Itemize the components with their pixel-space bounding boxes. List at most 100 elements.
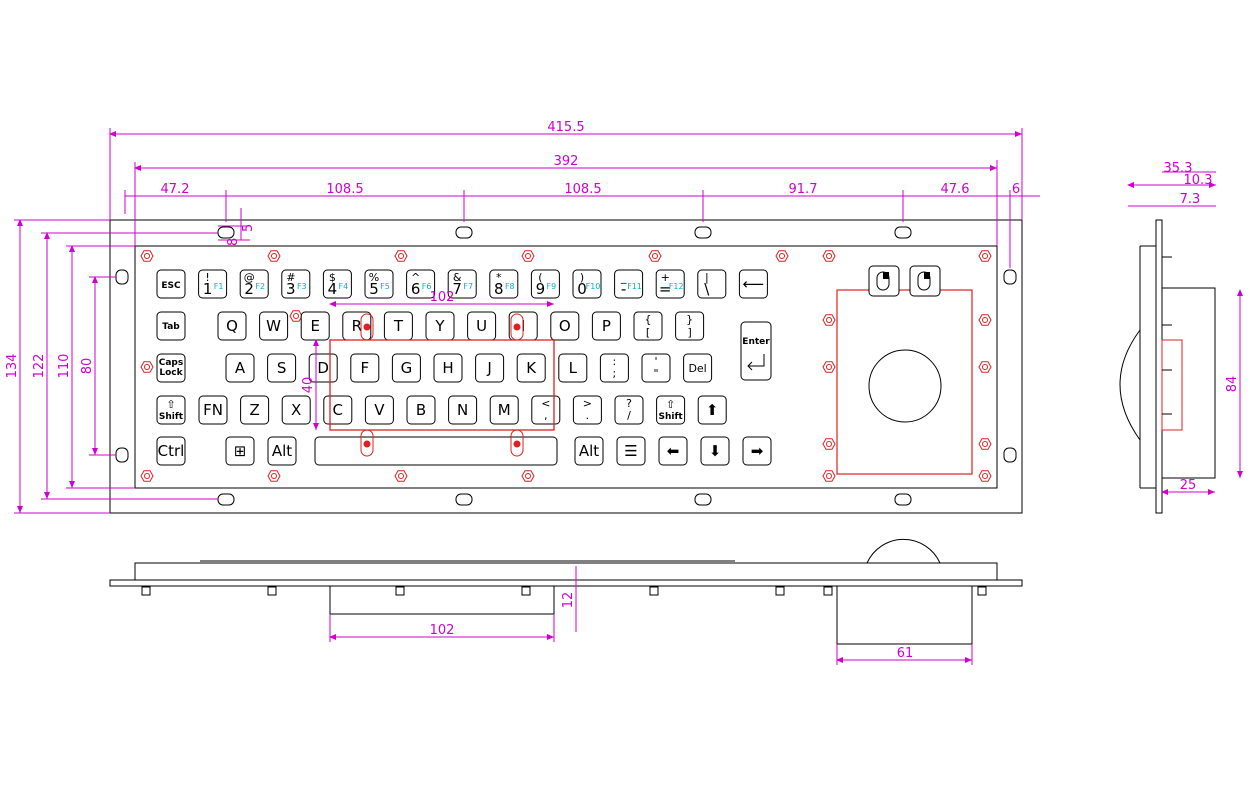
keypad-panel bbox=[134, 245, 998, 489]
key: {[ bbox=[633, 311, 663, 341]
key-label: D bbox=[317, 359, 329, 377]
horizontal-dimensions: 415.5 392 47.2 108.5 108.5 91.7 47.6 6 8… bbox=[109, 120, 1040, 268]
screw bbox=[267, 470, 281, 482]
svg-text:0: 0 bbox=[577, 280, 587, 298]
key: ⊞ bbox=[225, 436, 255, 466]
key: V bbox=[364, 395, 394, 425]
key: Z bbox=[240, 395, 270, 425]
key-label: X bbox=[291, 401, 301, 419]
key: Alt bbox=[267, 436, 297, 466]
key-label: A bbox=[235, 359, 246, 377]
svg-text:#: # bbox=[286, 271, 295, 284]
key-label: B bbox=[416, 401, 426, 419]
key: ☰ bbox=[616, 436, 646, 466]
key: >. bbox=[572, 395, 602, 425]
key-label: FN bbox=[203, 401, 223, 419]
mouse-buttons bbox=[868, 265, 941, 297]
key: ➡ bbox=[742, 436, 772, 466]
key: L bbox=[558, 353, 588, 383]
svg-text:]: ] bbox=[687, 326, 691, 339]
screw bbox=[978, 470, 992, 482]
side-view: 35.3 10.3 7.3 84 25 bbox=[1119, 161, 1243, 514]
highlight-region bbox=[329, 339, 555, 431]
key-label: H bbox=[442, 359, 453, 377]
key: <, bbox=[531, 395, 561, 425]
screw bbox=[822, 438, 836, 450]
key: Ctrl bbox=[156, 436, 186, 466]
key: Alt bbox=[574, 436, 604, 466]
key-label: U bbox=[476, 317, 487, 335]
trackball bbox=[868, 349, 942, 423]
key-label: E bbox=[310, 317, 319, 335]
key-label: N bbox=[457, 401, 468, 419]
svg-text:.: . bbox=[586, 409, 590, 422]
svg-text:\: \ bbox=[704, 280, 710, 298]
key-label: G bbox=[401, 359, 413, 377]
svg-text:4: 4 bbox=[328, 280, 338, 298]
svg-text:_: _ bbox=[620, 271, 627, 284]
key: +=F12 bbox=[655, 269, 685, 299]
svg-text:=: = bbox=[659, 280, 672, 298]
svg-text:Caps: Caps bbox=[159, 358, 183, 368]
vertical-dimensions: 134 122 110 80 40 102 bbox=[5, 219, 554, 514]
key-label: Y bbox=[434, 317, 445, 335]
svg-text:{: { bbox=[645, 313, 652, 326]
key: N bbox=[448, 395, 478, 425]
svg-text:;: ; bbox=[613, 367, 617, 380]
screw bbox=[394, 470, 408, 482]
dim-134: 134 bbox=[5, 354, 20, 379]
screw bbox=[978, 250, 992, 262]
key: '" bbox=[641, 353, 671, 383]
svg-text:F7: F7 bbox=[463, 282, 473, 291]
svg-text:/: / bbox=[627, 409, 631, 422]
screw bbox=[140, 250, 154, 262]
key-label: Tab bbox=[162, 322, 180, 332]
key: :; bbox=[599, 353, 629, 383]
key: ⬅ bbox=[658, 436, 688, 466]
key-label: Alt bbox=[579, 442, 599, 460]
svg-text:[: [ bbox=[646, 326, 650, 339]
key: S bbox=[267, 353, 297, 383]
key-label: F bbox=[360, 359, 369, 377]
key: Y bbox=[425, 311, 455, 341]
svg-text:F6: F6 bbox=[422, 282, 432, 291]
svg-text:F3: F3 bbox=[297, 282, 307, 291]
key: G bbox=[391, 353, 421, 383]
key: ⇧Shift bbox=[656, 395, 686, 425]
screw bbox=[289, 310, 303, 322]
svg-text::: : bbox=[613, 355, 617, 368]
key: Tab bbox=[156, 311, 186, 341]
svg-text:F10: F10 bbox=[586, 282, 601, 291]
key-label: C bbox=[333, 401, 343, 419]
svg-text:*: * bbox=[496, 271, 502, 284]
key: T bbox=[383, 311, 413, 341]
svg-text:+: + bbox=[661, 271, 670, 284]
svg-text:!: ! bbox=[205, 271, 209, 284]
svg-text:<: < bbox=[541, 397, 550, 410]
key-label: R bbox=[352, 317, 362, 335]
svg-text:-: - bbox=[621, 280, 626, 298]
key-label: P bbox=[602, 317, 611, 335]
svg-text:F9: F9 bbox=[547, 282, 557, 291]
bottom-view: 12 102 61 bbox=[109, 538, 1023, 665]
key: Q bbox=[217, 311, 247, 341]
key: H bbox=[433, 353, 463, 383]
dim-40: 40 bbox=[301, 377, 316, 394]
key-label: Q bbox=[226, 317, 238, 335]
svg-text:Enter: Enter bbox=[742, 337, 770, 347]
screw bbox=[394, 250, 408, 262]
screw bbox=[822, 250, 836, 262]
svg-text:F12: F12 bbox=[669, 282, 684, 291]
screw bbox=[822, 314, 836, 326]
dim-side-7-3: 7.3 bbox=[1180, 192, 1201, 207]
key-label: V bbox=[374, 401, 385, 419]
key-label: ☰ bbox=[624, 442, 637, 460]
